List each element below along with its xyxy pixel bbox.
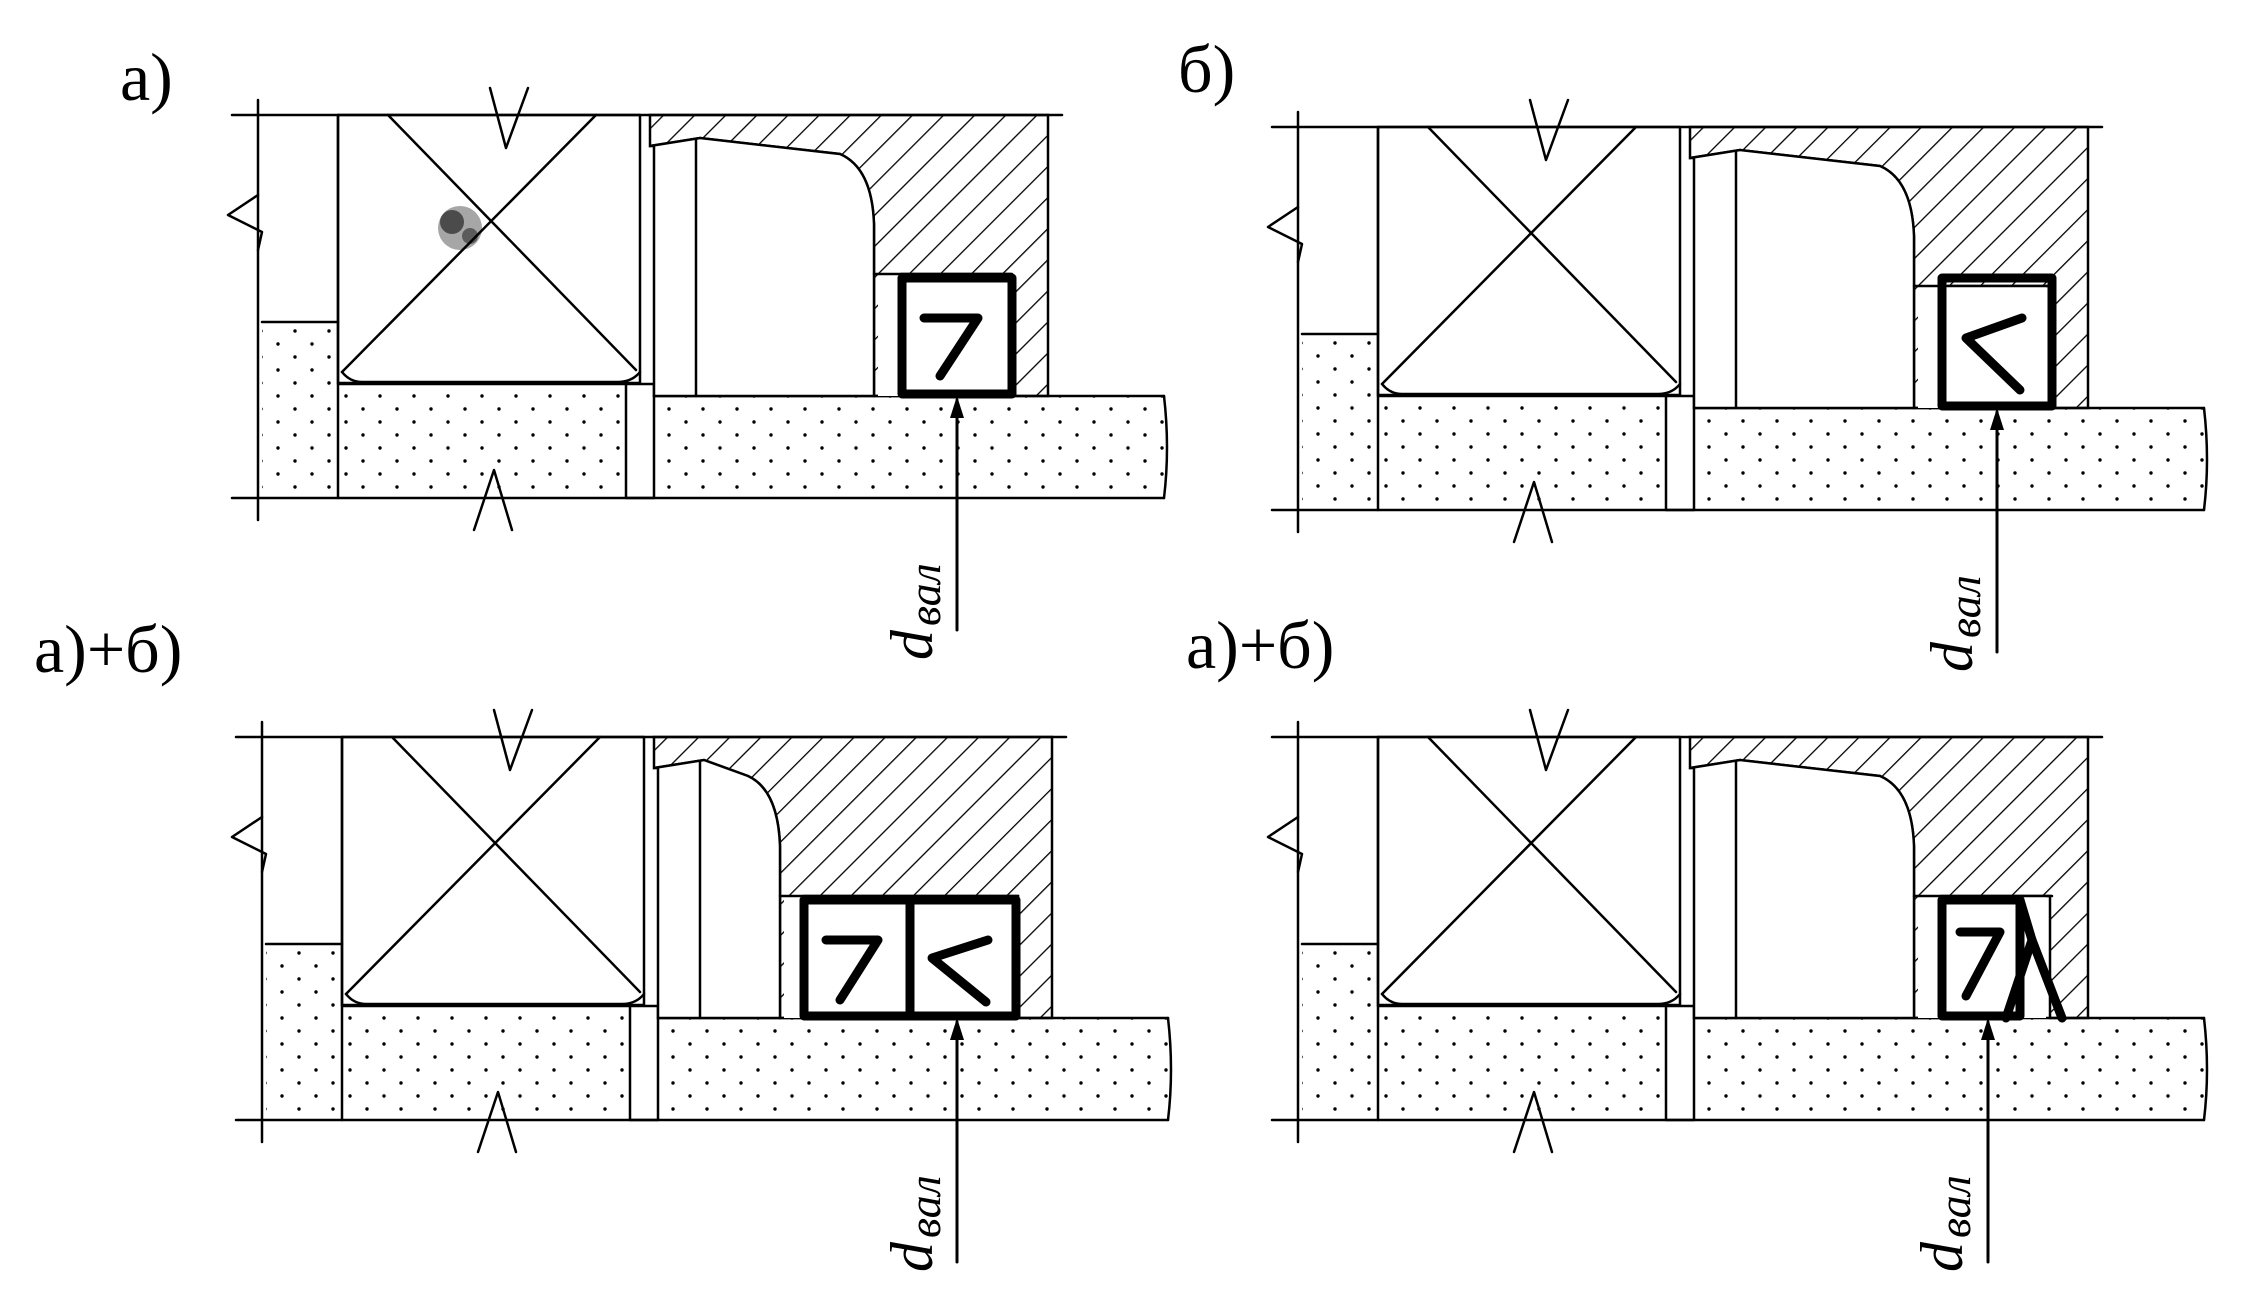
shaft-dimension: dвал [1909,1018,1995,1272]
panel-drawing [230,708,1173,1154]
panel-label-a: а) [120,39,173,115]
seal-double [799,895,1021,1021]
panel-b: б) dвал [1178,31,2209,672]
svg-text:dвал: dвал [879,1175,950,1272]
shaft-dimension-subscript: вал [1929,1175,1980,1238]
panel-a-plus-b-double: а)+б) dвал [34,611,1173,1272]
panel-label-b: б) [1178,31,1235,107]
shaft-dimension: dвал [879,396,964,660]
shaft-dimension-subscript: вал [899,1175,950,1238]
panel-label-a-plus-b-1: а)+б) [34,611,182,687]
shaft-dimension-symbol: d [1919,641,1985,672]
panel-drawing [1266,708,2209,1154]
svg-text:dвал: dвал [1909,1175,1980,1272]
seal-combined [1937,895,2067,1023]
panel-label-a-plus-b-2: а)+б) [1186,607,1334,683]
panel-a-plus-b-combined: а)+б) dвал [1186,607,2209,1272]
svg-text:dвал: dвал [879,563,950,660]
svg-text:dвал: dвал [1919,575,1990,672]
shaft-dimension: dвал [1919,408,2004,672]
shaft-dimension-symbol: d [1909,1241,1975,1272]
panel-drawing [226,86,1169,532]
panel-a: а) dвал [120,39,1169,660]
panel-drawing [1266,98,2209,544]
seal-single-right [1937,273,2057,411]
shaft-dimension: dвал [879,1018,964,1272]
shaft-dimension-symbol: d [879,629,945,660]
seal-single-left [897,273,1017,399]
shaft-dimension-subscript: вал [1939,575,1990,638]
damage-mark [438,206,482,250]
shaft-dimension-subscript: вал [899,563,950,626]
shaft-dimension-symbol: d [879,1241,945,1272]
